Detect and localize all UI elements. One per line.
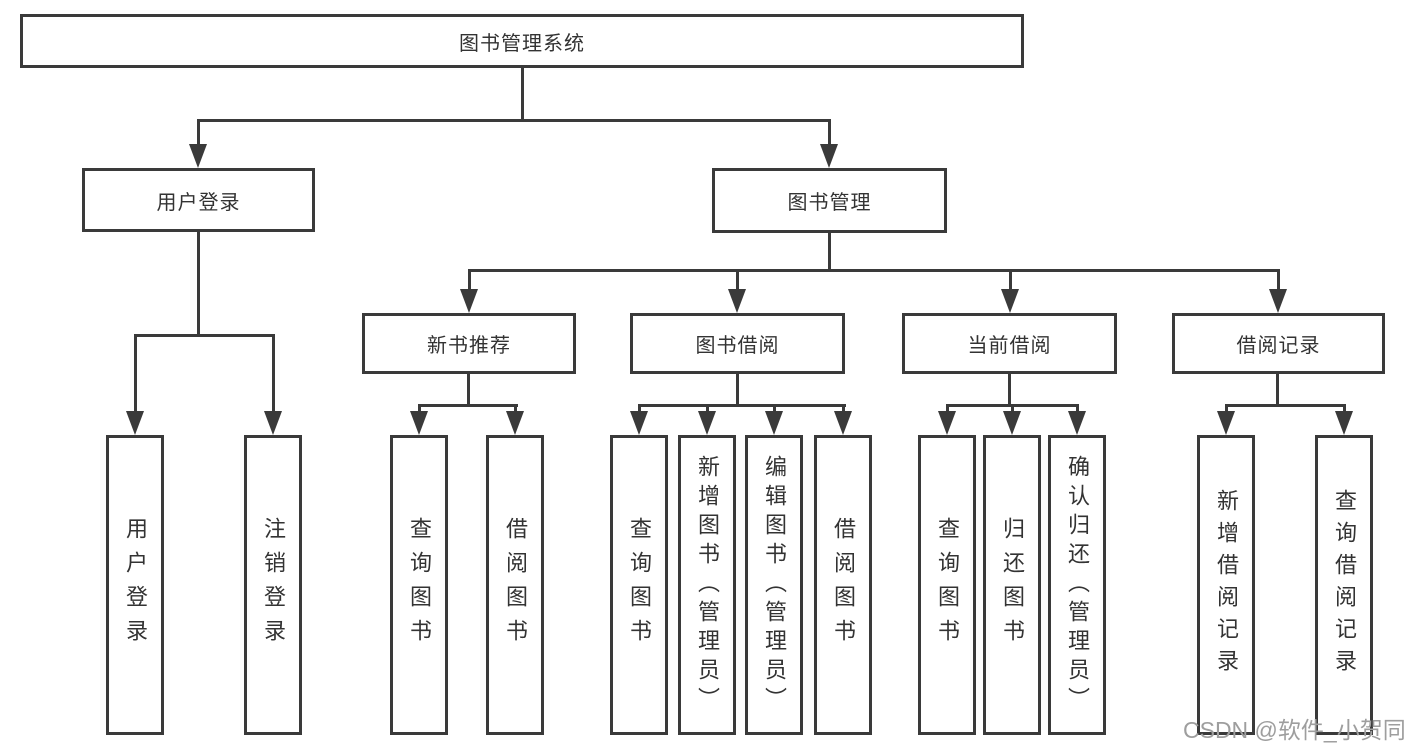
csdn-watermark: CSDN @软件_小贺同学 [1183, 717, 1405, 743]
arrow-down-icon [698, 411, 716, 435]
leaf-label: 查询图书 [407, 517, 432, 653]
arrow-down-icon [410, 411, 428, 435]
connector-line-v [1008, 374, 1011, 406]
connector-line-h [418, 404, 518, 407]
connector-line-v [828, 119, 831, 146]
connector-line-v [706, 404, 709, 416]
leaf-label: 用户登录 [123, 517, 148, 653]
leaf-borrow-books-borrowing: 借阅图书 [814, 435, 872, 735]
node-book-management: 图书管理 [712, 168, 947, 233]
connector-line-h [468, 269, 1280, 272]
leaf-add-borrow-record: 新增借阅记录 [1197, 435, 1255, 735]
leaf-query-borrow-record: 查询借阅记录 [1315, 435, 1373, 735]
connector-line-v [197, 232, 200, 336]
arrow-down-icon [820, 144, 838, 168]
arrow-down-icon [1217, 411, 1235, 435]
connector-line-v [842, 404, 845, 416]
leaf-label: 查询图书 [935, 517, 960, 653]
connector-line-v [418, 404, 421, 416]
leaf-confirm-return-admin: 确认归还（管理员） [1048, 435, 1106, 735]
connector-line-v [272, 334, 275, 413]
connector-line-v [1277, 269, 1280, 292]
connector-line-h [638, 404, 846, 407]
leaf-label: 新增图书（管理员） [695, 454, 720, 716]
connector-line-v [514, 404, 517, 416]
connector-line-h [134, 334, 275, 337]
arrow-down-icon [938, 411, 956, 435]
leaf-label: 查询借阅记录 [1332, 489, 1357, 681]
leaf-query-books-current: 查询图书 [918, 435, 976, 735]
connector-line-v [467, 374, 470, 406]
arrow-down-icon [1335, 411, 1353, 435]
arrow-down-icon [264, 411, 282, 435]
node-current-borrowing: 当前借阅 [902, 313, 1117, 374]
node-book-borrowing: 图书借阅 [630, 313, 845, 374]
connector-line-h [197, 119, 831, 122]
node-user-login: 用户登录 [82, 168, 315, 232]
leaf-label: 确认归还（管理员） [1065, 454, 1090, 716]
leaf-label: 借阅图书 [503, 517, 528, 653]
connector-line-h [1225, 404, 1346, 407]
connector-line-v [134, 334, 137, 413]
leaf-add-books-admin: 新增图书（管理员） [678, 435, 736, 735]
connector-line-v [1343, 404, 1346, 416]
leaf-label: 借阅图书 [831, 517, 856, 653]
leaf-label: 归还图书 [1000, 517, 1025, 653]
arrow-down-icon [189, 144, 207, 168]
arrow-down-icon [1068, 411, 1086, 435]
arrow-down-icon [460, 289, 478, 313]
leaf-logout: 注销登录 [244, 435, 302, 735]
leaf-label: 查询图书 [627, 517, 652, 653]
connector-line-v [828, 233, 831, 271]
connector-line-v [1276, 374, 1279, 406]
connector-line-v [773, 404, 776, 416]
connector-line-v [197, 119, 200, 146]
arrow-down-icon [765, 411, 783, 435]
arrow-down-icon [834, 411, 852, 435]
arrow-down-icon [1001, 289, 1019, 313]
leaf-user-login: 用户登录 [106, 435, 164, 735]
leaf-label: 注销登录 [261, 517, 286, 653]
connector-line-v [736, 374, 739, 406]
node-root-library-system: 图书管理系统 [20, 14, 1024, 68]
connector-line-v [736, 269, 739, 292]
leaf-query-books-borrowing: 查询图书 [610, 435, 668, 735]
connector-line-v [521, 68, 524, 119]
leaf-query-books-recommend: 查询图书 [390, 435, 448, 735]
arrow-down-icon [126, 411, 144, 435]
connector-line-v [1009, 269, 1012, 292]
connector-line-v [638, 404, 641, 416]
leaf-borrow-books-recommend: 借阅图书 [486, 435, 544, 735]
node-new-book-recommend: 新书推荐 [362, 313, 576, 374]
arrow-down-icon [630, 411, 648, 435]
connector-line-v [1011, 404, 1014, 416]
arrow-down-icon [1269, 289, 1287, 313]
connector-line-v [946, 404, 949, 416]
leaf-edit-books-admin: 编辑图书（管理员） [745, 435, 803, 735]
arrow-down-icon [1003, 411, 1021, 435]
arrow-down-icon [728, 289, 746, 313]
connector-line-v [1225, 404, 1228, 416]
connector-line-v [1076, 404, 1079, 416]
node-borrowing-records: 借阅记录 [1172, 313, 1385, 374]
leaf-label: 新增借阅记录 [1214, 489, 1239, 681]
connector-line-v [468, 269, 471, 292]
leaf-return-books: 归还图书 [983, 435, 1041, 735]
leaf-label: 编辑图书（管理员） [762, 454, 787, 716]
arrow-down-icon [506, 411, 524, 435]
